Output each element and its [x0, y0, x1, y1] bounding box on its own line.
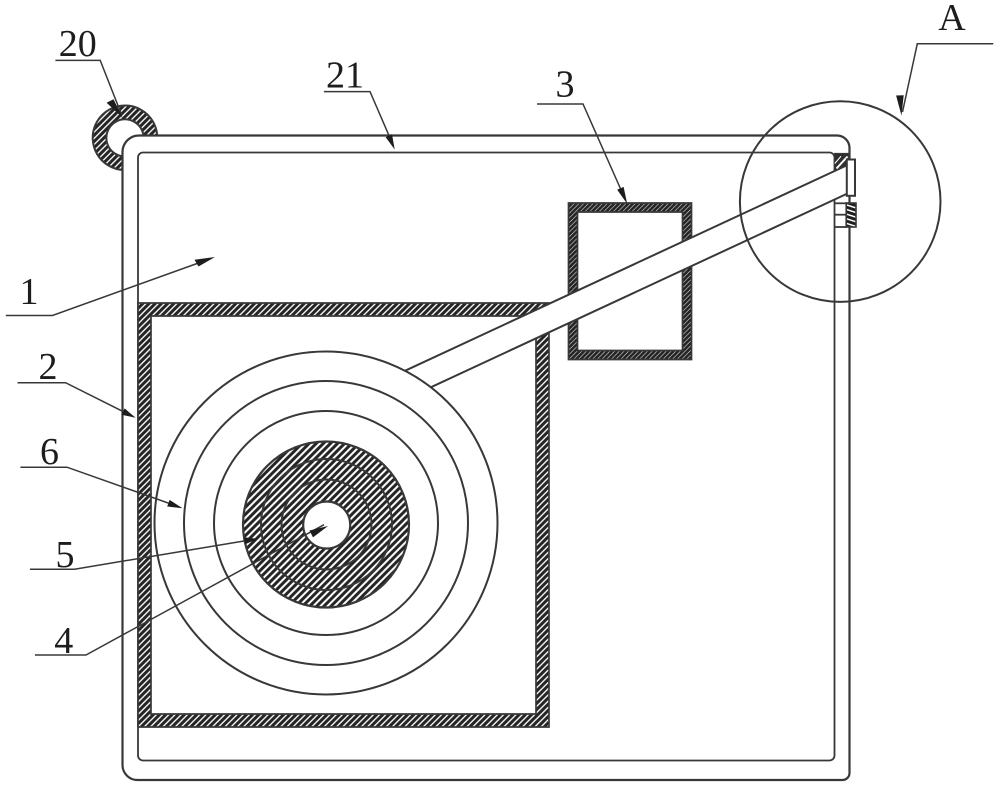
- svg-text:2: 2: [39, 346, 58, 388]
- svg-text:1: 1: [20, 271, 39, 313]
- svg-text:5: 5: [56, 534, 75, 576]
- svg-text:3: 3: [556, 64, 575, 106]
- svg-text:A: A: [938, 0, 966, 39]
- svg-text:21: 21: [326, 55, 364, 97]
- svg-text:4: 4: [54, 620, 73, 662]
- svg-text:20: 20: [59, 23, 97, 65]
- svg-text:6: 6: [40, 431, 59, 473]
